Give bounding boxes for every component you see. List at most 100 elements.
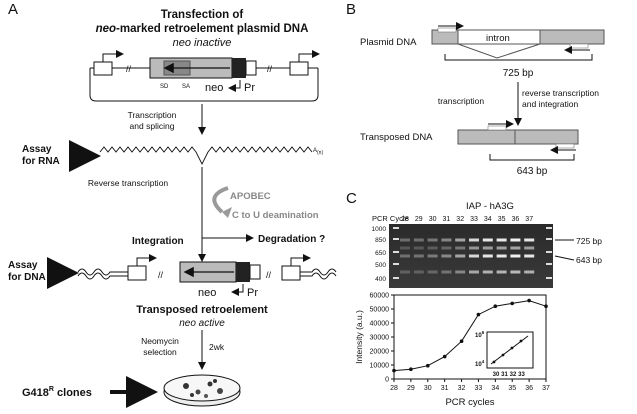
y-tick-label: 30000 xyxy=(370,335,390,342)
title-subtitle: neo inactive xyxy=(173,37,232,49)
assay-rna-1: Assay xyxy=(22,144,52,155)
ladder-band xyxy=(546,277,552,279)
x-axis-label: PCR cycles xyxy=(445,397,494,408)
selection-1: Neomycin xyxy=(141,336,179,346)
y-tick-label: 60000 xyxy=(370,293,390,300)
data-point xyxy=(527,298,531,303)
inset-x-tick-label: 30 xyxy=(493,372,500,378)
gel-band xyxy=(469,254,479,258)
step-rt: Reverse transcription xyxy=(88,178,169,188)
pr-label: Pr xyxy=(244,82,255,94)
y-axis-label: Intensity (a.u.) xyxy=(354,310,364,364)
gel-band xyxy=(455,270,466,274)
ladder-band xyxy=(546,238,552,240)
ladder-band xyxy=(393,263,399,265)
pr-label-2: Pr xyxy=(247,287,258,299)
inset-y-top: 106 xyxy=(475,330,485,339)
ladder-band xyxy=(546,263,552,265)
x-tick-label: 35 xyxy=(508,385,516,392)
gel-band xyxy=(455,254,466,258)
assay-rna-2: for RNA xyxy=(22,156,60,167)
sa-label: SA xyxy=(182,84,190,90)
gel-band xyxy=(524,254,535,258)
data-point xyxy=(409,367,413,372)
data-point xyxy=(442,354,447,359)
gel-band xyxy=(455,238,466,242)
gel-band xyxy=(469,238,479,242)
title-line-1: neo-marked retroelement plasmid DNA xyxy=(96,23,309,35)
lane-label: 28 xyxy=(401,216,409,223)
panel-b: B Plasmid DNA intron 725 bp transcriptio… xyxy=(346,1,605,177)
gel-band xyxy=(482,254,493,258)
gel-band xyxy=(469,270,479,274)
gel-band xyxy=(413,254,424,258)
x-tick-label: 30 xyxy=(424,385,432,392)
data-point xyxy=(544,304,548,309)
gel-band xyxy=(482,238,493,242)
gel-band xyxy=(400,246,410,250)
gel-band xyxy=(469,246,479,250)
step-transcription-2: and splicing xyxy=(130,121,175,131)
lane-label: 37 xyxy=(525,216,533,223)
deamination-label: C to U deamination xyxy=(232,210,319,221)
inset-y-bottom: 104 xyxy=(475,359,485,368)
band-725-label: 725 bp xyxy=(576,236,602,246)
plasmid-construct: // // SD SA neo Pr xyxy=(89,50,320,102)
gel-band xyxy=(496,254,507,258)
gel-band xyxy=(427,238,438,242)
gel-band xyxy=(510,270,521,274)
plasmid-dna-label: Plasmid DNA xyxy=(360,37,417,48)
series-line xyxy=(393,300,547,372)
svg-text://: // xyxy=(267,64,273,74)
gel-band xyxy=(441,246,452,250)
ladder-label: 1000 xyxy=(372,226,387,233)
y-tick-label: 40000 xyxy=(370,321,390,328)
transposed-dna-label: Transposed DNA xyxy=(360,132,433,143)
gel-band xyxy=(524,238,535,242)
ladder-band xyxy=(546,227,552,229)
x-tick-label: 33 xyxy=(475,385,483,392)
ladder-band xyxy=(393,251,399,253)
gel-band xyxy=(455,246,466,250)
data-point xyxy=(476,312,481,317)
gel-band xyxy=(482,246,493,250)
size-643: 643 bp xyxy=(517,166,548,177)
polya-label: A(n) xyxy=(313,148,323,156)
gel-band xyxy=(413,246,424,250)
selection-2: selection xyxy=(143,347,177,357)
lane-label: 30 xyxy=(429,216,437,223)
gel-band xyxy=(413,238,424,242)
series-points xyxy=(392,298,548,373)
y-tick-label: 0 xyxy=(385,377,389,384)
gel-band xyxy=(496,238,507,242)
y-tick-label: 10000 xyxy=(370,363,390,370)
gel-band xyxy=(441,238,452,242)
gel-bands xyxy=(393,227,552,279)
gel-band xyxy=(427,254,438,258)
ladder-label: 500 xyxy=(375,262,386,269)
ladder-band xyxy=(393,277,399,279)
band-643-label: 643 bp xyxy=(576,255,602,265)
gel-band xyxy=(441,270,452,274)
panel-a: A Transfection of neo-marked retroelemen… xyxy=(8,1,337,408)
gel-band xyxy=(441,254,452,258)
inset-x-tick-label: 33 xyxy=(518,372,525,378)
gel-band xyxy=(482,270,493,274)
title-line-0: Transfection of xyxy=(161,9,244,21)
gel-band xyxy=(510,238,521,242)
panel-a-label: A xyxy=(8,1,18,18)
data-point xyxy=(493,304,498,309)
intron-label: intron xyxy=(486,33,510,44)
transcription-label: transcription xyxy=(438,96,485,106)
data-point xyxy=(392,368,396,373)
y-tick-label: 50000 xyxy=(370,307,390,314)
x-tick-label: 31 xyxy=(441,385,449,392)
apobec-label: APOBEC xyxy=(230,191,271,202)
gel-band xyxy=(427,270,438,274)
gel-band xyxy=(413,270,424,274)
lane-label: 29 xyxy=(415,216,423,223)
